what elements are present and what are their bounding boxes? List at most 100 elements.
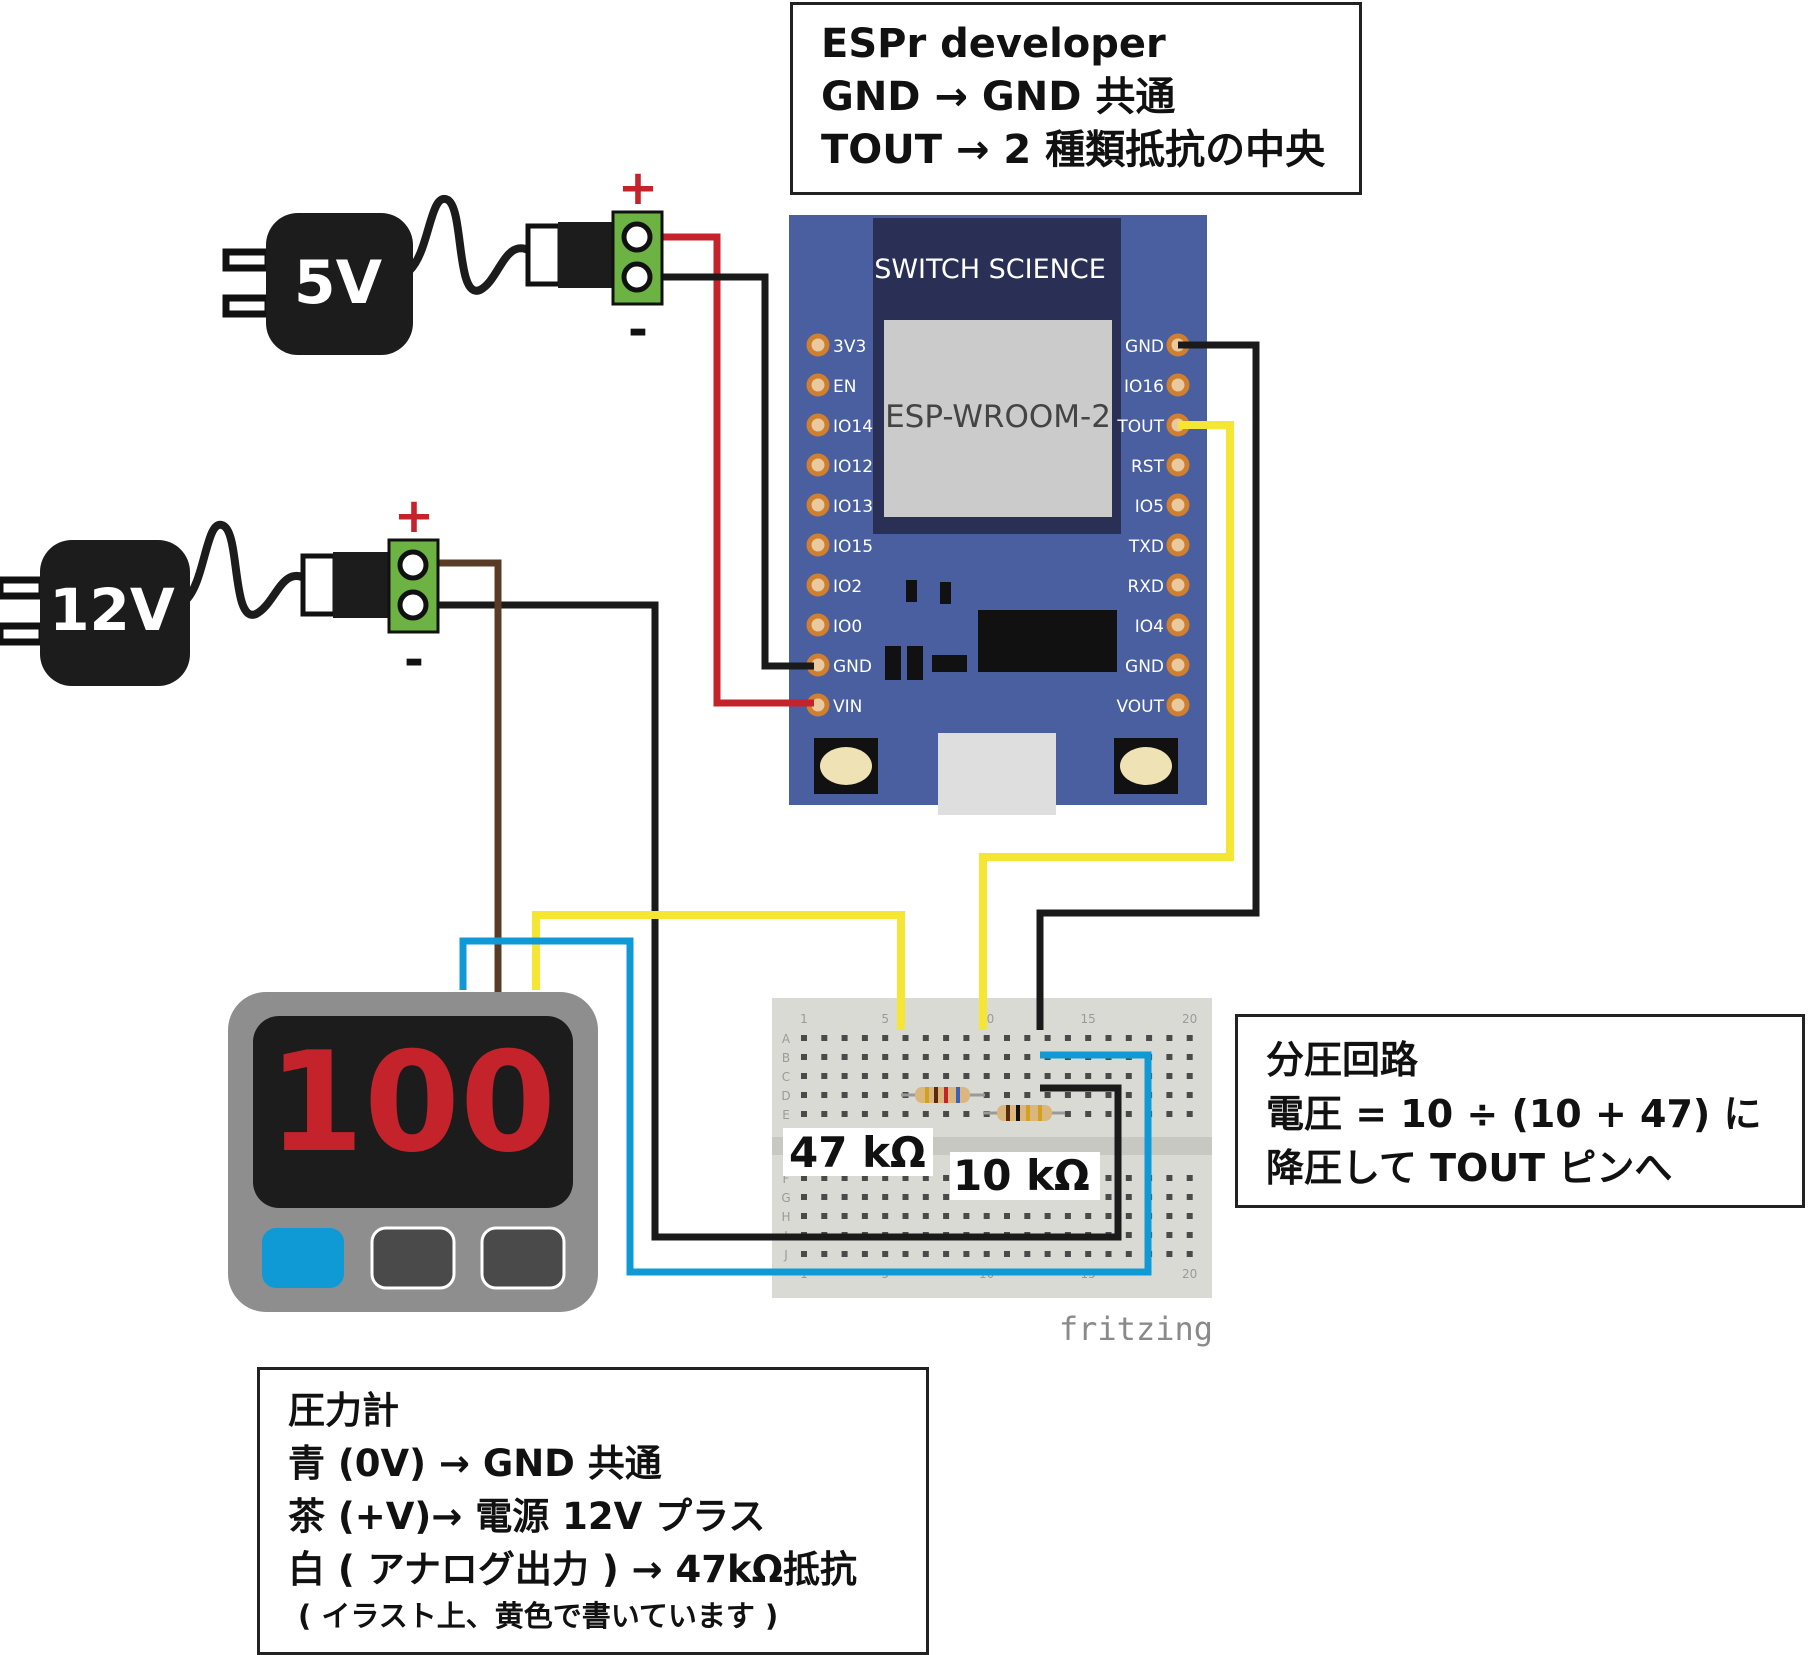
breadboard-hole xyxy=(1125,1251,1132,1257)
resistor-47k-label-bg xyxy=(783,1128,933,1176)
breadboard-hole xyxy=(1064,1092,1071,1098)
breadboard-hole xyxy=(943,1251,950,1257)
breadboard-hole xyxy=(1166,1213,1173,1219)
breadboard-hole xyxy=(943,1054,950,1060)
plug-prong xyxy=(222,294,272,318)
gauge-display-value: 100 xyxy=(268,1022,556,1183)
pin-pad xyxy=(806,333,830,357)
minus-sign-5v: - xyxy=(628,302,648,358)
wires xyxy=(437,233,1260,1276)
power-adapter-12v: 12V + - xyxy=(0,488,440,688)
breadboard-hole xyxy=(963,1251,970,1257)
breadboard-hole xyxy=(1085,1213,1092,1219)
breadboard-hole xyxy=(1085,1251,1092,1257)
breadboard-hole xyxy=(1105,1213,1112,1219)
pin-pad xyxy=(806,533,830,557)
breadboard-hole xyxy=(1004,1035,1010,1041)
gauge-note-line: 青 (0V) → GND 共通 xyxy=(288,1442,662,1485)
breadboard-hole xyxy=(943,1194,950,1200)
pin-label: VIN xyxy=(833,697,862,717)
breadboard-hole xyxy=(902,1035,909,1041)
breadboard-hole xyxy=(922,1213,929,1219)
adapter-cable xyxy=(406,194,535,295)
breadboard-hole xyxy=(1125,1213,1132,1219)
breadboard-hole xyxy=(1146,1035,1153,1041)
breadboard-hole xyxy=(821,1175,828,1181)
breadboard-hole xyxy=(922,1175,929,1181)
breadboard-hole xyxy=(882,1213,889,1219)
breadboard-hole xyxy=(821,1213,828,1219)
wire-gnd-to-breadboard xyxy=(1036,341,1260,1030)
breadboard-hole xyxy=(1186,1092,1193,1098)
gauge-button-gray xyxy=(370,1226,456,1290)
minus-sign-12v: - xyxy=(404,632,424,688)
breadboard-hole xyxy=(861,1035,868,1041)
terminal-screw xyxy=(621,261,653,293)
pin-label: IO2 xyxy=(833,577,862,597)
breadboard-hole xyxy=(1105,1073,1112,1079)
breadboard-hole xyxy=(1105,1092,1112,1098)
breadboard-hole xyxy=(1166,1035,1173,1041)
breadboard-hole xyxy=(922,1194,929,1200)
resistor-47k xyxy=(901,1087,985,1103)
board-brand: SWITCH SCIENCE xyxy=(874,254,1106,285)
breadboard-hole xyxy=(1064,1073,1071,1079)
breadboard-hole xyxy=(841,1073,848,1079)
breadboard-hole xyxy=(1064,1251,1071,1257)
divider-note-line: 降圧して TOUT ピンへ xyxy=(1266,1146,1673,1190)
regulator-chip xyxy=(978,610,1117,672)
breadboard-hole xyxy=(1085,1111,1092,1117)
breadboard-hole xyxy=(902,1213,909,1219)
breadboard-hole xyxy=(1186,1073,1193,1079)
breadboard-hole xyxy=(861,1194,868,1200)
breadboard-hole xyxy=(1166,1073,1173,1079)
pin-pad xyxy=(806,453,830,477)
breadboard-col-label: 1 xyxy=(800,1012,808,1026)
breadboard-hole xyxy=(963,1054,970,1060)
wire-analog-out xyxy=(532,911,905,1030)
breadboard-hole xyxy=(943,1035,950,1041)
breadboard-hole xyxy=(983,1213,990,1219)
breadboard-hole xyxy=(861,1213,868,1219)
breadboard-hole xyxy=(861,1073,868,1079)
breadboard-row-label: J xyxy=(783,1248,788,1262)
breadboard-hole xyxy=(1004,1073,1010,1079)
terminal-screw xyxy=(621,221,653,253)
gauge-button-gray xyxy=(480,1226,566,1290)
pressure-gauge: 100 xyxy=(228,992,598,1312)
breadboard-hole xyxy=(902,1073,909,1079)
breadboard-hole xyxy=(902,1111,909,1117)
pin-label: IO12 xyxy=(833,457,873,477)
wire-12v-minus xyxy=(437,601,1122,1241)
breadboard-hole xyxy=(922,1111,929,1117)
adapter-label-5v: 5V xyxy=(294,248,383,318)
breadboard-hole xyxy=(1105,1194,1112,1200)
breadboard-hole xyxy=(841,1194,848,1200)
breadboard-hole xyxy=(1044,1251,1051,1257)
breadboard-hole xyxy=(1186,1232,1193,1238)
breadboard-hole xyxy=(1186,1194,1193,1200)
breadboard-hole xyxy=(882,1175,889,1181)
breadboard-hole xyxy=(1105,1175,1112,1181)
pin-pad xyxy=(806,413,830,437)
breadboard-hole xyxy=(943,1213,950,1219)
smd-component xyxy=(906,580,917,602)
pin-label: RXD xyxy=(1127,577,1164,597)
breadboard-hole xyxy=(1044,1035,1051,1041)
breadboard-hole xyxy=(1105,1035,1112,1041)
breadboard-row-label: F xyxy=(783,1172,790,1186)
pin-label: GND xyxy=(1125,337,1164,357)
breadboard-hole xyxy=(1085,1092,1092,1098)
esp-note-line: GND → GND 共通 xyxy=(821,74,1176,120)
esp-board: SWITCH SCIENCE ESP-WROOM-2 3V3ENIO14IO12… xyxy=(789,215,1207,815)
breadboard-hole xyxy=(821,1111,828,1117)
pin-label: VOUT xyxy=(1116,697,1164,717)
breadboard-hole xyxy=(922,1073,929,1079)
pin-pad xyxy=(1166,373,1190,397)
breadboard-hole xyxy=(1044,1092,1051,1098)
breadboard-hole xyxy=(841,1251,848,1257)
plus-sign-12v: + xyxy=(394,488,434,544)
breadboard-hole xyxy=(882,1054,889,1060)
breadboard-hole xyxy=(801,1111,807,1117)
